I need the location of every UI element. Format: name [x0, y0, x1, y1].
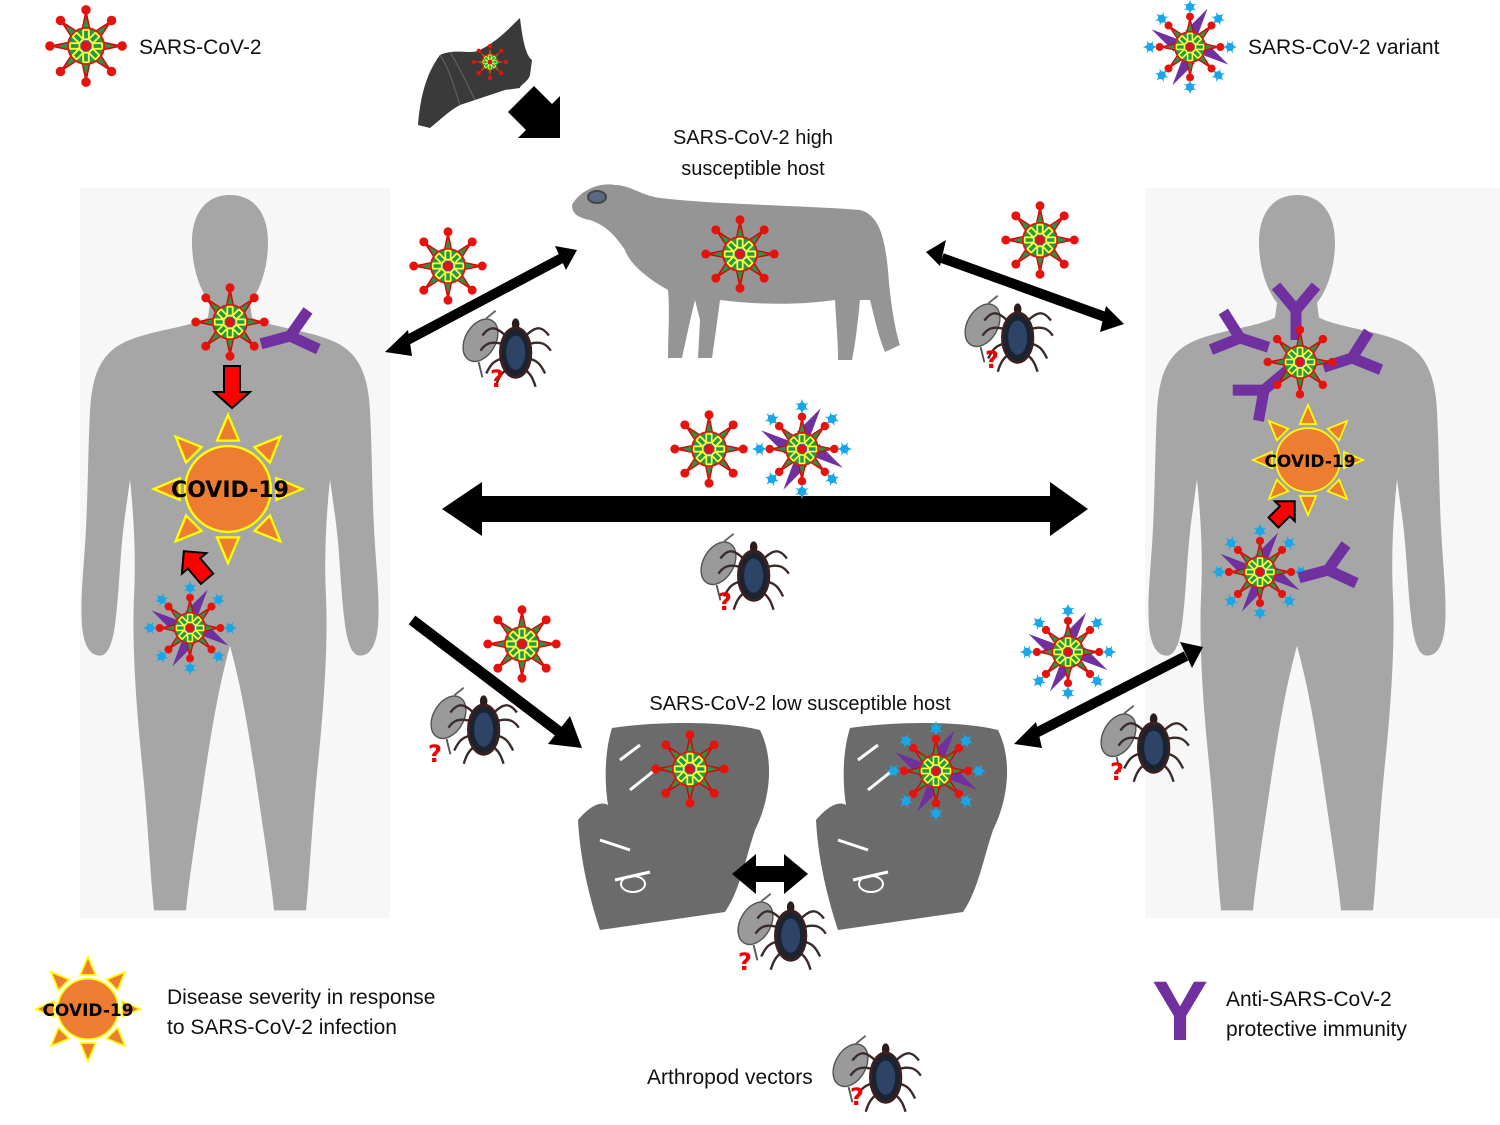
arrow-left-human-sheep — [385, 246, 577, 356]
high-host-title-1: SARS-CoV-2 high — [673, 127, 833, 149]
variant-legend-icon — [1143, 0, 1237, 94]
variant-cat-right — [1020, 604, 1117, 701]
antibody-legend-icon: Y — [1152, 964, 1208, 1058]
variant-in-right-human — [1212, 524, 1309, 621]
virus-left-cat — [482, 604, 562, 684]
arrow-cat-right-human — [1014, 642, 1203, 748]
vector-icon-sheep-right — [956, 294, 1055, 374]
question-mark: ? — [985, 346, 999, 374]
question-mark: ? — [850, 1083, 864, 1111]
virus-legend-label: SARS-CoV-2 — [139, 36, 262, 59]
variant-in-left-human — [143, 581, 237, 675]
red-arrow-down-left — [211, 365, 253, 410]
covid-badge-legend: COVID-19 — [42, 1001, 133, 1021]
question-mark: ? — [428, 740, 442, 768]
question-mark: ? — [490, 365, 504, 393]
bat-icon — [418, 18, 532, 128]
arrow-cat-cat — [732, 854, 808, 894]
question-mark: ? — [718, 588, 732, 616]
cat-left-icon — [578, 723, 770, 930]
vector-legend-icon — [824, 1034, 923, 1114]
arrow-left-human-cat — [408, 615, 582, 748]
question-mark: ? — [1110, 758, 1124, 786]
covid-badge-right: COVID-19 — [1264, 452, 1355, 472]
antibody-legend-label-1: Anti-SARS-CoV-2 — [1226, 988, 1392, 1011]
arrow-sheep-right-human — [926, 240, 1124, 332]
virus-sheep-right — [1000, 200, 1080, 280]
virus-in-left-human — [190, 282, 270, 362]
sheep-icon — [572, 184, 900, 360]
virus-left-sheep — [408, 226, 488, 306]
virus-legend-icon — [44, 4, 128, 88]
variant-center — [752, 399, 852, 499]
antibody-legend-label-2: protective immunity — [1226, 1018, 1407, 1041]
question-mark: ? — [738, 948, 752, 976]
virus-center — [669, 409, 749, 489]
variant-legend-label: SARS-CoV-2 variant — [1248, 36, 1440, 59]
vector-icon-center — [692, 532, 791, 612]
arrow-human-human — [442, 482, 1088, 536]
cat-right-icon — [816, 721, 1008, 930]
arrow-bat-to-sheep — [508, 86, 560, 138]
left-human-figure: COVID-19 — [80, 188, 390, 918]
low-host-title: SARS-CoV-2 low susceptible host — [649, 693, 951, 715]
disease-legend-label-1: Disease severity in response — [167, 986, 436, 1009]
right-human-figure: COVID-19 — [1145, 188, 1500, 918]
high-host-title-2: susceptible host — [681, 158, 825, 180]
vectors-legend-label: Arthropod vectors — [647, 1066, 813, 1089]
covid-badge-left: COVID-19 — [171, 478, 289, 503]
disease-legend-label-2: to SARS-CoV-2 infection — [167, 1016, 397, 1039]
virus-in-right-human — [1262, 324, 1338, 400]
